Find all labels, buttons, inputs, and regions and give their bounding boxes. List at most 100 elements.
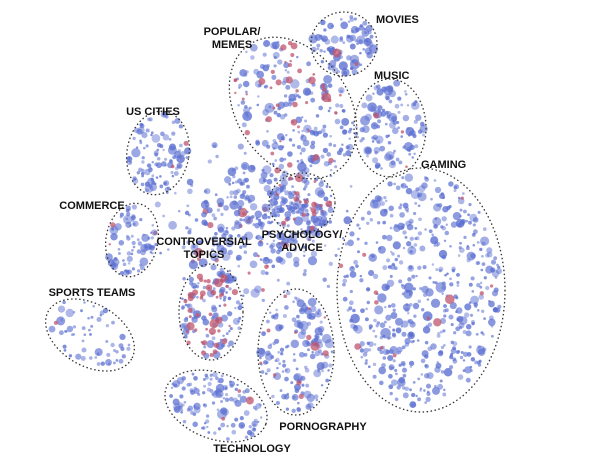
- scatter-point-unclustered: [141, 156, 145, 160]
- scatter-point-pornography: [328, 363, 333, 368]
- scatter-point-pornography: [268, 311, 272, 314]
- scatter-point-movies: [349, 54, 360, 64]
- scatter-point-popular-memes: [263, 85, 267, 89]
- scatter-point-popular-memes: [293, 93, 298, 98]
- scatter-point-gaming: [366, 300, 370, 305]
- scatter-point-psychology-advice: [313, 202, 317, 206]
- scatter-point-popular-memes: [257, 95, 260, 98]
- scatter-point-unclustered: [272, 239, 276, 243]
- cluster-label-movies: MOVIES: [376, 14, 419, 26]
- scatter-point-unclustered: [290, 201, 294, 205]
- scatter-point-gaming: [422, 326, 431, 334]
- scatter-point-gaming: [355, 264, 359, 268]
- scatter-point-pornography: [290, 381, 294, 385]
- scatter-point-technology: [211, 392, 215, 396]
- scatter-point-psychology-advice: [286, 204, 293, 211]
- scatter-point-popular-memes: [297, 68, 302, 74]
- scatter-point-technology: [217, 427, 222, 431]
- scatter-point-music: [384, 122, 388, 126]
- scatter-point-us-cities: [175, 166, 179, 171]
- scatter-point-psychology-advice: [305, 220, 311, 226]
- scatter-point-us-cities: [162, 134, 170, 141]
- scatter-point-controversial-topics: [228, 324, 231, 328]
- cluster-outline-gaming: [336, 167, 506, 413]
- scatter-point-psychology-advice: [268, 204, 274, 209]
- scatter-point-unclustered: [234, 219, 240, 226]
- scatter-point-popular-memes: [286, 70, 290, 74]
- scatter-point-gaming: [426, 391, 431, 396]
- scatter-point-unclustered: [217, 226, 224, 233]
- scatter-point-controversial-topics: [227, 311, 233, 317]
- scatter-point-technology: [211, 401, 216, 405]
- scatter-point-gaming: [424, 228, 427, 231]
- scatter-point-us-cities: [179, 143, 183, 148]
- cluster-label-us-cities: US CITIES: [126, 106, 180, 118]
- scatter-point-controversial-topics: [210, 264, 217, 271]
- scatter-point-psychology-advice: [306, 212, 310, 216]
- scatter-point-popular-memes: [272, 106, 276, 110]
- scatter-point-controversial-topics: [192, 289, 199, 296]
- scatter-point-pornography: [282, 314, 287, 318]
- scatter-point-gaming: [434, 186, 442, 194]
- scatter-point-gaming: [455, 310, 458, 314]
- scatter-point-unclustered: [207, 159, 212, 164]
- scatter-point-technology: [209, 373, 213, 377]
- scatter-point-gaming: [383, 208, 388, 213]
- scatter-point-movies: [342, 70, 348, 76]
- scatter-point-unclustered: [278, 256, 284, 263]
- scatter-point-unclustered: [193, 247, 204, 257]
- scatter-point-sports-teams: [72, 310, 76, 314]
- scatter-point-pornography: [323, 316, 326, 319]
- scatter-point-popular-memes: [318, 105, 324, 111]
- scatter-point-unclustered: [293, 256, 300, 264]
- scatter-point-popular-memes: [348, 137, 351, 140]
- scatter-point-movies: [310, 46, 317, 53]
- scatter-point-commerce: [125, 221, 132, 228]
- scatter-point-gaming: [342, 278, 348, 284]
- scatter-point-gaming: [425, 288, 434, 297]
- scatter-point-psychology-advice: [275, 187, 280, 192]
- scatter-point-sports-teams: [75, 353, 82, 360]
- scatter-point-gaming: [443, 314, 447, 318]
- scatter-point-popular-memes: [248, 106, 252, 110]
- scatter-point-gaming: [397, 350, 402, 355]
- scatter-point-gaming: [451, 268, 456, 273]
- scatter-point-unclustered: [244, 194, 250, 199]
- scatter-point-gaming: [496, 263, 499, 267]
- scatter-point-gaming: [367, 365, 371, 369]
- scatter-point-sports-teams: [72, 333, 76, 336]
- scatter-point-psychology-advice: [291, 209, 296, 215]
- scatter-point-popular-memes: [301, 116, 304, 119]
- scatter-point-gaming: [470, 295, 479, 305]
- scatter-point-psychology-advice: [283, 198, 287, 202]
- scatter-point-gaming: [409, 321, 416, 328]
- scatter-point-gaming: [491, 334, 494, 338]
- scatter-point-gaming: [387, 337, 390, 340]
- scatter-point-psychology-advice: [310, 225, 315, 231]
- scatter-point-gaming: [383, 320, 387, 324]
- scatter-point-pornography: [313, 394, 319, 400]
- scatter-point-technology: [186, 408, 191, 412]
- scatter-point-unclustered: [187, 230, 192, 235]
- scatter-point-unclustered: [266, 178, 273, 185]
- scatter-point-unclustered: [177, 209, 181, 213]
- scatter-point-us-cities: [139, 122, 144, 127]
- scatter-point-unclustered: [182, 276, 186, 281]
- scatter-point-unclustered: [280, 200, 286, 206]
- scatter-point-pornography: [281, 370, 285, 373]
- scatter-point-unclustered: [234, 166, 239, 171]
- scatter-point-controversial-topics: [214, 278, 223, 288]
- scatter-point-movies: [332, 48, 342, 58]
- scatter-point-unclustered: [279, 208, 284, 213]
- scatter-point-movies: [351, 68, 358, 76]
- scatter-point-pornography: [306, 334, 312, 341]
- scatter-point-gaming: [400, 283, 404, 287]
- scatter-point-music: [393, 149, 396, 153]
- scatter-point-movies: [330, 35, 339, 44]
- scatter-point-popular-memes: [333, 159, 336, 163]
- scatter-point-unclustered: [275, 256, 283, 263]
- scatter-point-gaming: [366, 287, 371, 292]
- scatter-point-commerce: [108, 243, 111, 246]
- scatter-point-sports-teams: [64, 330, 68, 333]
- scatter-point-unclustered: [243, 151, 247, 155]
